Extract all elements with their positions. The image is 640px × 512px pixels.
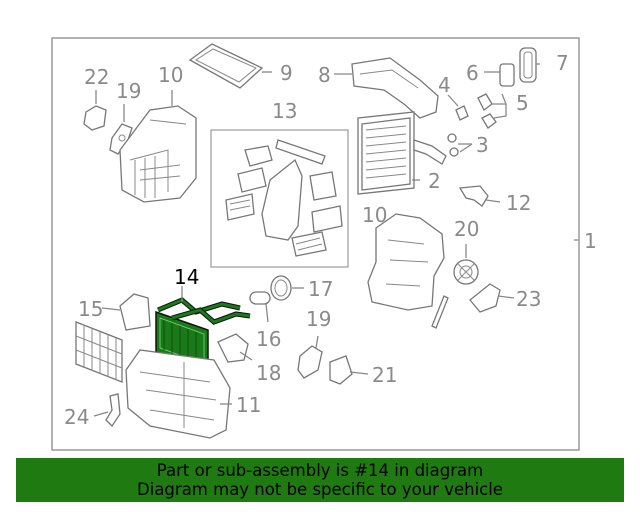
part-4[interactable] [455,105,469,121]
diagram-frame [51,37,580,451]
part-19-bottom[interactable] [297,345,323,379]
callout-10-lower[interactable]: 10 [362,203,387,227]
callout-10-upper[interactable]: 10 [158,63,183,87]
leader-lines [93,63,578,417]
callout-3[interactable]: 3 [476,133,489,157]
info-banner: Part or sub-assembly is #14 in diagram D… [16,458,624,502]
part-12[interactable] [458,185,489,207]
part-21[interactable] [329,355,353,385]
part-8-duct[interactable] [351,57,439,119]
callout-2[interactable]: 2 [428,169,441,193]
part-17-gasket[interactable] [270,275,292,301]
callout-20[interactable]: 20 [454,217,479,241]
callout-23[interactable]: 23 [516,287,541,311]
callout-1[interactable]: 1 [584,229,597,253]
callout-9[interactable]: 9 [280,61,293,85]
callout-15[interactable]: 15 [78,297,103,321]
part-5[interactable] [477,93,497,129]
callout-16[interactable]: 16 [256,327,281,351]
part-18[interactable] [217,333,249,363]
part-13-door-kit[interactable] [225,139,343,257]
part-16-seal[interactable] [249,291,271,305]
callout-19-lower[interactable]: 19 [306,307,331,331]
part-23[interactable] [469,283,501,313]
callout-5[interactable]: 5 [516,91,529,115]
part-3-orings[interactable] [447,133,459,157]
callout-4[interactable]: 4 [438,73,451,97]
callout-6[interactable]: 6 [466,61,479,85]
part-7[interactable] [519,47,537,83]
part-6[interactable] [499,63,515,87]
callout-22[interactable]: 22 [84,65,109,89]
callout-19-upper[interactable]: 19 [116,79,141,103]
part-15[interactable] [119,293,151,331]
part-9-filter[interactable] [188,43,264,89]
callout-8[interactable]: 8 [318,63,331,87]
callout-13[interactable]: 13 [272,99,297,123]
callout-14-highlighted[interactable]: 14 [174,265,199,289]
callout-24[interactable]: 24 [64,405,89,429]
banner-line-1: Part or sub-assembly is #14 in diagram [156,461,484,480]
callout-11[interactable]: 11 [236,393,261,417]
part-11-lower-case[interactable] [125,349,231,439]
subassembly-13-box [210,129,349,268]
callout-12[interactable]: 12 [506,191,531,215]
callout-21[interactable]: 21 [372,363,397,387]
callout-18[interactable]: 18 [256,361,281,385]
part-2-evaporator[interactable] [357,111,447,195]
part-10-rod[interactable] [431,295,449,329]
part-10-upper-housing[interactable] [119,105,197,203]
part-20-blower-motor[interactable] [453,259,479,285]
part-22[interactable] [83,105,107,131]
part-grid-panel[interactable] [75,321,123,383]
part-24-drain-hose[interactable] [105,393,121,428]
callout-7[interactable]: 7 [556,51,569,75]
callout-17[interactable]: 17 [308,277,333,301]
banner-line-2: Diagram may not be specific to your vehi… [137,480,503,499]
part-10-lower-housing[interactable] [367,213,445,311]
